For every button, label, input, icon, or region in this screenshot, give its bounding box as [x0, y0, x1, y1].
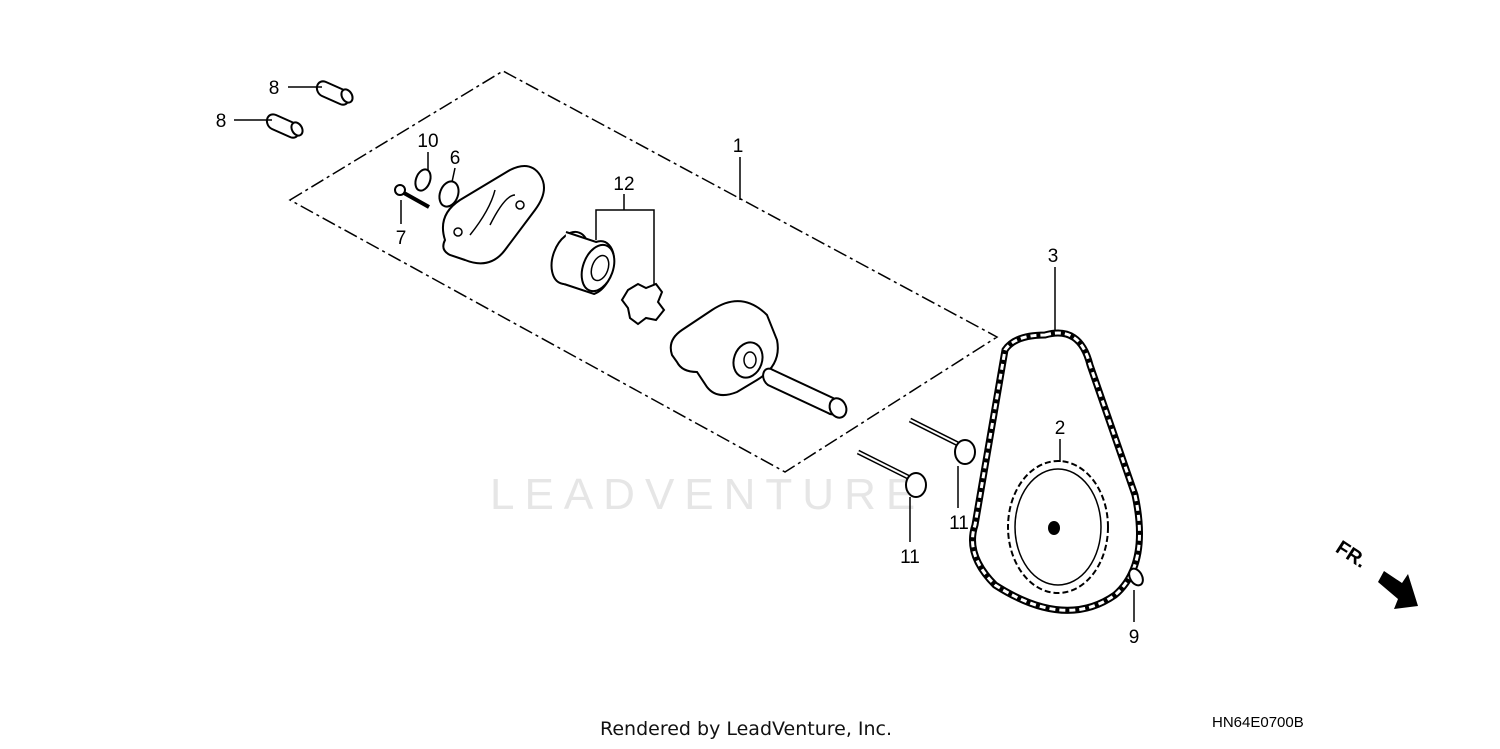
part-2-sprocket[interactable] — [1007, 460, 1109, 594]
callout-2[interactable]: 2 — [1055, 418, 1066, 439]
part-11-bolt-upper[interactable] — [908, 417, 976, 465]
callout-1[interactable]: 1 — [733, 136, 744, 157]
assembly-outline — [288, 70, 999, 473]
part-8-collar-lower[interactable] — [265, 113, 305, 139]
watermark: LEADVENTURE — [490, 470, 926, 519]
front-direction-marker: FR. — [1332, 537, 1418, 609]
part-6-o-ring[interactable] — [436, 179, 462, 210]
pump-cover-plate[interactable] — [441, 165, 545, 265]
callout-12[interactable]: 12 — [613, 174, 634, 195]
callout-11-lower[interactable]: 11 — [900, 547, 920, 568]
part-12-outer-rotor[interactable] — [545, 227, 621, 296]
part-7-bolt[interactable] — [394, 184, 430, 209]
front-label: FR. — [1332, 537, 1371, 573]
pump-body[interactable] — [669, 300, 779, 397]
callout-9[interactable]: 9 — [1129, 627, 1140, 648]
footer-credit: Rendered by LeadVenture, Inc. — [600, 718, 893, 740]
diagram-code: HN64E0700B — [1212, 714, 1304, 731]
callout-10[interactable]: 10 — [417, 131, 438, 152]
part-12-inner-rotor[interactable] — [620, 282, 666, 326]
part-11-bolt-lower[interactable] — [856, 449, 927, 498]
callout-11-upper[interactable]: 11 — [949, 513, 969, 534]
pump-shaft[interactable] — [762, 367, 849, 421]
callout-8-upper[interactable]: 8 — [269, 78, 280, 99]
part-10-washer[interactable] — [413, 167, 434, 192]
callout-8-lower[interactable]: 8 — [216, 111, 227, 132]
leader-lines — [234, 86, 1135, 622]
callout-6[interactable]: 6 — [450, 148, 461, 169]
front-arrow-icon — [1378, 571, 1418, 609]
part-3-drive-chain[interactable] — [969, 329, 1143, 614]
callout-3[interactable]: 3 — [1048, 246, 1059, 267]
part-9-clip[interactable] — [1126, 566, 1145, 588]
callout-7[interactable]: 7 — [396, 228, 407, 249]
part-8-collar-upper[interactable] — [315, 80, 355, 106]
